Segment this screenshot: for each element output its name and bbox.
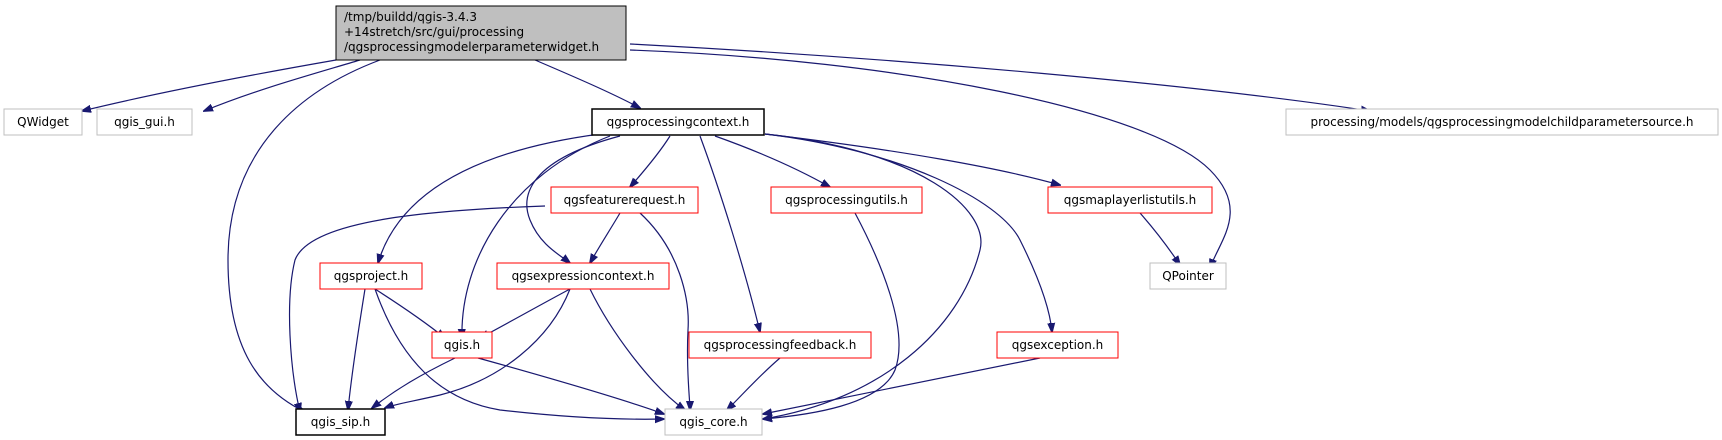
- edge-processingutils-core: [763, 212, 900, 419]
- processingutils-label: qgsprocessingutils.h: [785, 193, 908, 207]
- node-feedback[interactable]: qgsprocessingfeedback.h: [688, 331, 872, 359]
- core-label: qgis_core.h: [679, 415, 747, 429]
- edge-root-qgis-gui: [204, 59, 361, 111]
- edge-project-sip: [348, 288, 366, 410]
- edge-context-processingutils: [714, 135, 830, 187]
- sip-label: qgis_sip.h: [311, 415, 370, 429]
- node-childparam[interactable]: processing/models/qgsprocessingmodelchil…: [1285, 108, 1719, 136]
- qpointer-label: QPointer: [1162, 269, 1214, 283]
- qwidget-label: QWidget: [17, 115, 69, 129]
- edges: [82, 43, 1370, 419]
- feedback-label: qgsprocessingfeedback.h: [704, 338, 857, 352]
- node-project[interactable]: qgsproject.h: [319, 262, 423, 290]
- node-qgis[interactable]: qgis.h: [431, 331, 493, 359]
- edge-project-core: [374, 288, 664, 419]
- node-qpointer[interactable]: QPointer: [1149, 262, 1227, 290]
- edge-root-sip: [227, 59, 381, 412]
- featurerequest-label: qgsfeaturerequest.h: [564, 193, 686, 207]
- qgis-gui-label: qgis_gui.h: [114, 115, 175, 129]
- context-label: qgsprocessingcontext.h: [607, 115, 750, 129]
- edge-root-context: [534, 59, 640, 108]
- edge-exprcontext-core: [589, 288, 685, 410]
- edge-featurerequest-core: [639, 212, 690, 410]
- edge-exprcontext-sip: [385, 288, 571, 408]
- project-label: qgsproject.h: [334, 269, 409, 283]
- edge-context-qgis: [462, 135, 611, 338]
- qgis-label: qgis.h: [444, 338, 480, 352]
- root-label-line-1: /tmp/buildd/qgis-3.4.3: [344, 10, 477, 24]
- node-core[interactable]: qgis_core.h: [664, 408, 763, 436]
- node-exprcontext[interactable]: qgsexpressioncontext.h: [496, 262, 670, 290]
- edge-context-exprcontext: [526, 135, 621, 263]
- edge-exprcontext-qgis: [480, 288, 571, 338]
- edge-context-featurerequest: [630, 135, 671, 187]
- node-featurerequest[interactable]: qgsfeaturerequest.h: [550, 186, 699, 214]
- maplayerlistutils-label: qgsmaplayerlistutils.h: [1064, 193, 1197, 207]
- edge-context-exception: [764, 133, 1052, 332]
- node-qwidget[interactable]: QWidget: [3, 108, 83, 136]
- edge-context-feedback: [699, 135, 760, 332]
- edge-featurerequest-sip: [288, 205, 546, 412]
- exception-label: qgsexception.h: [1012, 338, 1104, 352]
- node-maplayerlistutils[interactable]: qgsmaplayerlistutils.h: [1047, 186, 1213, 214]
- edge-qgis-sip: [372, 357, 456, 408]
- node-exception[interactable]: qgsexception.h: [996, 331, 1119, 359]
- node-processingutils[interactable]: qgsprocessingutils.h: [770, 186, 923, 214]
- edge-context-core: [763, 133, 982, 419]
- node-context[interactable]: qgsprocessingcontext.h: [591, 108, 765, 136]
- edge-root-qwidget: [82, 59, 337, 111]
- node-qgis-gui[interactable]: qgis_gui.h: [96, 108, 193, 136]
- node-root[interactable]: /tmp/buildd/qgis-3.4.3 +14stretch/src/gu…: [335, 5, 627, 61]
- edge-exception-core: [763, 357, 1041, 414]
- root-label-line-2: +14stretch/src/gui/processing: [344, 25, 524, 39]
- edge-context-project: [378, 133, 601, 263]
- edge-project-qgis: [374, 288, 445, 338]
- edge-feedback-core: [727, 357, 781, 410]
- exprcontext-label: qgsexpressioncontext.h: [512, 269, 655, 283]
- edge-featurerequest-exprcontext: [590, 212, 621, 263]
- edge-root-childparam: [629, 43, 1370, 111]
- edge-maplayerlistutils-qpointer: [1139, 212, 1180, 265]
- node-sip[interactable]: qgis_sip.h: [295, 408, 386, 436]
- edge-qgis-core: [477, 357, 664, 414]
- childparam-label: processing/models/qgsprocessingmodelchil…: [1310, 115, 1693, 129]
- edge-root-qpointer: [629, 49, 1231, 268]
- edge-context-maplayerlistutils: [764, 133, 1060, 185]
- root-label-line-3: /qgsprocessingmodelerparameterwidget.h: [344, 40, 599, 54]
